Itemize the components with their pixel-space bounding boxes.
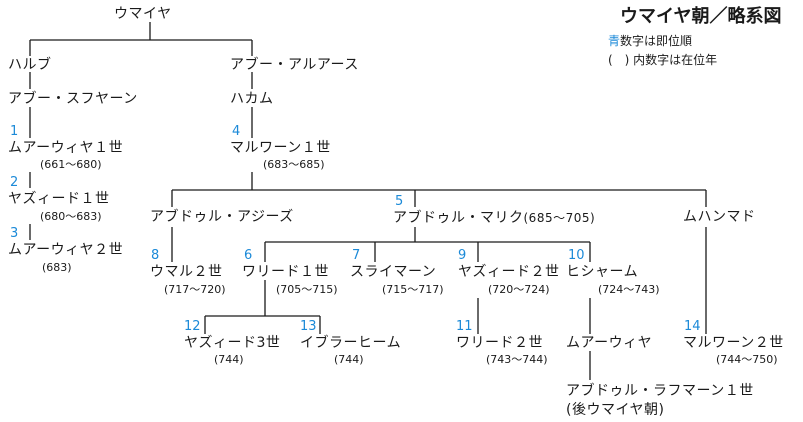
reign-years: (661～680): [40, 158, 102, 171]
diagram-title: ウマイヤ朝／略系図: [620, 6, 782, 27]
person-muhammad: ムハンマド: [683, 209, 756, 225]
reign-years: (717～720): [164, 283, 226, 296]
reign-years: (743～744): [486, 353, 548, 366]
accession-number: 12: [184, 319, 201, 334]
accession-number: 11: [456, 319, 473, 334]
reign-years: (744): [214, 353, 244, 366]
person-harb: ハルブ: [8, 57, 52, 73]
accession-number: 5: [395, 194, 404, 209]
person-yazid-2: ヤズィード２世: [458, 264, 560, 280]
reign-years: (685～705): [523, 211, 596, 225]
legend-blue-word: 青: [608, 34, 621, 48]
accession-number: 13: [300, 319, 317, 334]
reign-years: (683): [42, 261, 72, 274]
person-ibrahim: イブラーヒーム: [300, 335, 402, 351]
person-walid-1: ワリード１世: [242, 264, 329, 280]
person-sulayman: スライマーン: [350, 264, 437, 280]
reign-years: (680～683): [40, 210, 102, 223]
accession-number: 6: [244, 248, 253, 263]
person-marwan-1: マルワーン１世: [230, 140, 331, 156]
person-abd-al-aziz: アブドゥル・アジーズ: [150, 209, 294, 225]
reign-years: (705～715): [276, 283, 338, 296]
legend-line-2: ( ) 内数字は在位年: [608, 53, 718, 67]
reign-years: (724～743): [598, 283, 660, 296]
person-name: アブドゥル・マリク: [393, 210, 524, 226]
reign-years: (744～750): [716, 353, 778, 366]
reign-years: (715～717): [382, 283, 444, 296]
person-hakam: ハカム: [230, 91, 274, 107]
person-umaiya: ウマイヤ: [114, 6, 172, 22]
accession-number: 2: [10, 175, 19, 190]
accession-number: 8: [151, 248, 160, 263]
person-muawiya: ムアーウィヤ: [566, 335, 653, 351]
person-yazid-3: ヤズィード3世: [184, 335, 281, 351]
accession-number: 14: [684, 319, 701, 334]
reign-years: (683～685): [263, 158, 325, 171]
person-muawiya-2: ムアーウィヤ２世: [8, 242, 124, 258]
accession-number: 4: [232, 124, 241, 139]
accession-number: 7: [352, 248, 361, 263]
person-yazid-1: ヤズィード１世: [8, 191, 110, 207]
person-muawiya-1: ムアーウィヤ１世: [8, 140, 124, 156]
person-hisham: ヒシャーム: [566, 264, 639, 280]
accession-number: 1: [10, 124, 19, 139]
reign-years: (744): [334, 353, 364, 366]
person-walid-2: ワリード２世: [456, 335, 543, 351]
legend-text: 数字は即位順: [620, 34, 693, 48]
person-abd-al-malik: アブドゥル・マリク(685～705): [393, 210, 595, 226]
person-abu-al-as: アブー・アルアース: [230, 57, 359, 73]
person-abd-al-rahman-1: アブドゥル・ラフマーン１世: [566, 383, 754, 399]
person-abu-sufyan: アブー・スフヤーン: [8, 91, 138, 107]
person-umar-2: ウマル２世: [150, 264, 223, 280]
accession-number: 9: [458, 248, 467, 263]
accession-number: 10: [568, 248, 585, 263]
legend-line-1: 青数字は即位順: [608, 34, 692, 48]
reign-years: (720～724): [488, 283, 550, 296]
person-marwan-2: マルワーン２世: [683, 335, 784, 351]
dynasty-note: (後ウマイヤ朝): [566, 402, 665, 418]
accession-number: 3: [10, 226, 19, 241]
